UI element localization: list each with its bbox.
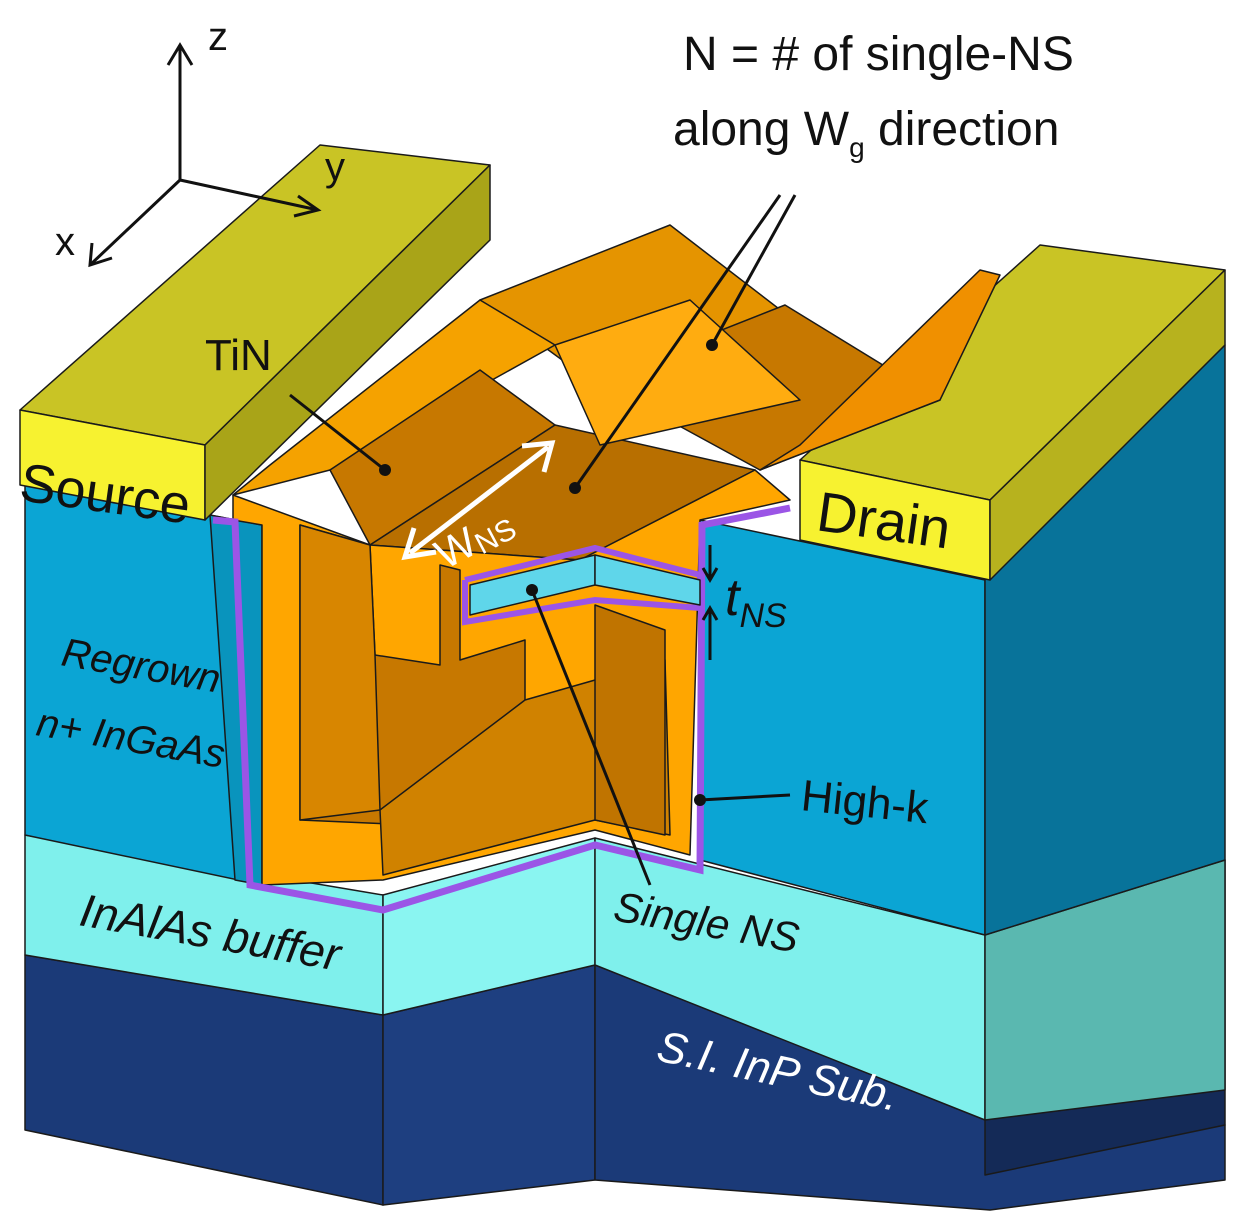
gate-inner-left-pillar — [299, 524, 381, 821]
annotation-line2-post: direction — [865, 103, 1060, 156]
w-ns-arrowhead-right-icon — [521, 440, 556, 473]
y-arrowhead-icon — [293, 194, 322, 218]
annotation-line2: along Wg direction — [673, 103, 1059, 163]
annotation-line2-pre: along W — [673, 103, 850, 156]
regrown-drain-front — [699, 519, 986, 936]
x-axis-label: x — [55, 220, 75, 264]
y-axis — [179, 178, 319, 212]
t-ns-label-sub: NS — [739, 597, 787, 635]
x-axis — [88, 178, 182, 267]
gate-inner-right — [594, 604, 666, 836]
w-ns-arrowhead-left-icon — [401, 527, 437, 561]
z-axis-label: z — [208, 15, 228, 59]
t-ns-label-main: t — [725, 569, 742, 627]
tin-leader — [289, 393, 386, 472]
annotation-line2-sub: g — [849, 132, 865, 163]
y-axis-label: y — [325, 145, 345, 189]
gate-center-face — [554, 299, 801, 446]
source-contact-side — [204, 164, 491, 521]
drain-contact-side — [989, 269, 1226, 581]
leader-lines — [289, 194, 797, 886]
nanosheet-side — [594, 554, 701, 606]
w-ns-arrow-line — [408, 445, 550, 555]
ns-leader-b-dot — [569, 482, 581, 494]
annotation-line1: N = # of single-NS — [683, 28, 1074, 81]
t-ns-arrows — [701, 545, 719, 660]
t-ns-arrowhead-bottom-icon — [701, 605, 719, 621]
high-k-inner — [462, 544, 703, 626]
source-contact — [19, 144, 491, 521]
tin-leader-dot — [379, 464, 391, 476]
high-k-liner — [212, 504, 791, 914]
high-k-leader-dot — [694, 794, 706, 806]
gate-back-lip — [759, 269, 1001, 471]
regrown-drain-block — [699, 344, 1226, 936]
gate-stack — [232, 224, 1001, 886]
x-arrowhead-icon — [88, 242, 113, 268]
tin-label: TiN — [205, 331, 272, 380]
t-ns-arrowhead-top-icon — [701, 567, 719, 583]
gate-left-top — [232, 299, 556, 496]
z-arrowhead-icon — [166, 42, 194, 66]
ns-leader-a — [710, 194, 797, 346]
ns-leader-a-dot — [706, 339, 718, 351]
high-k-leader — [699, 793, 791, 802]
w-ns-arrow — [401, 440, 556, 561]
single-ns-leader — [530, 589, 652, 886]
ns-leader-b — [573, 194, 782, 489]
single-ns-leader-dot — [526, 584, 538, 596]
axes-indicator: z y x — [55, 15, 345, 268]
t-ns-label: tNS — [725, 569, 787, 635]
